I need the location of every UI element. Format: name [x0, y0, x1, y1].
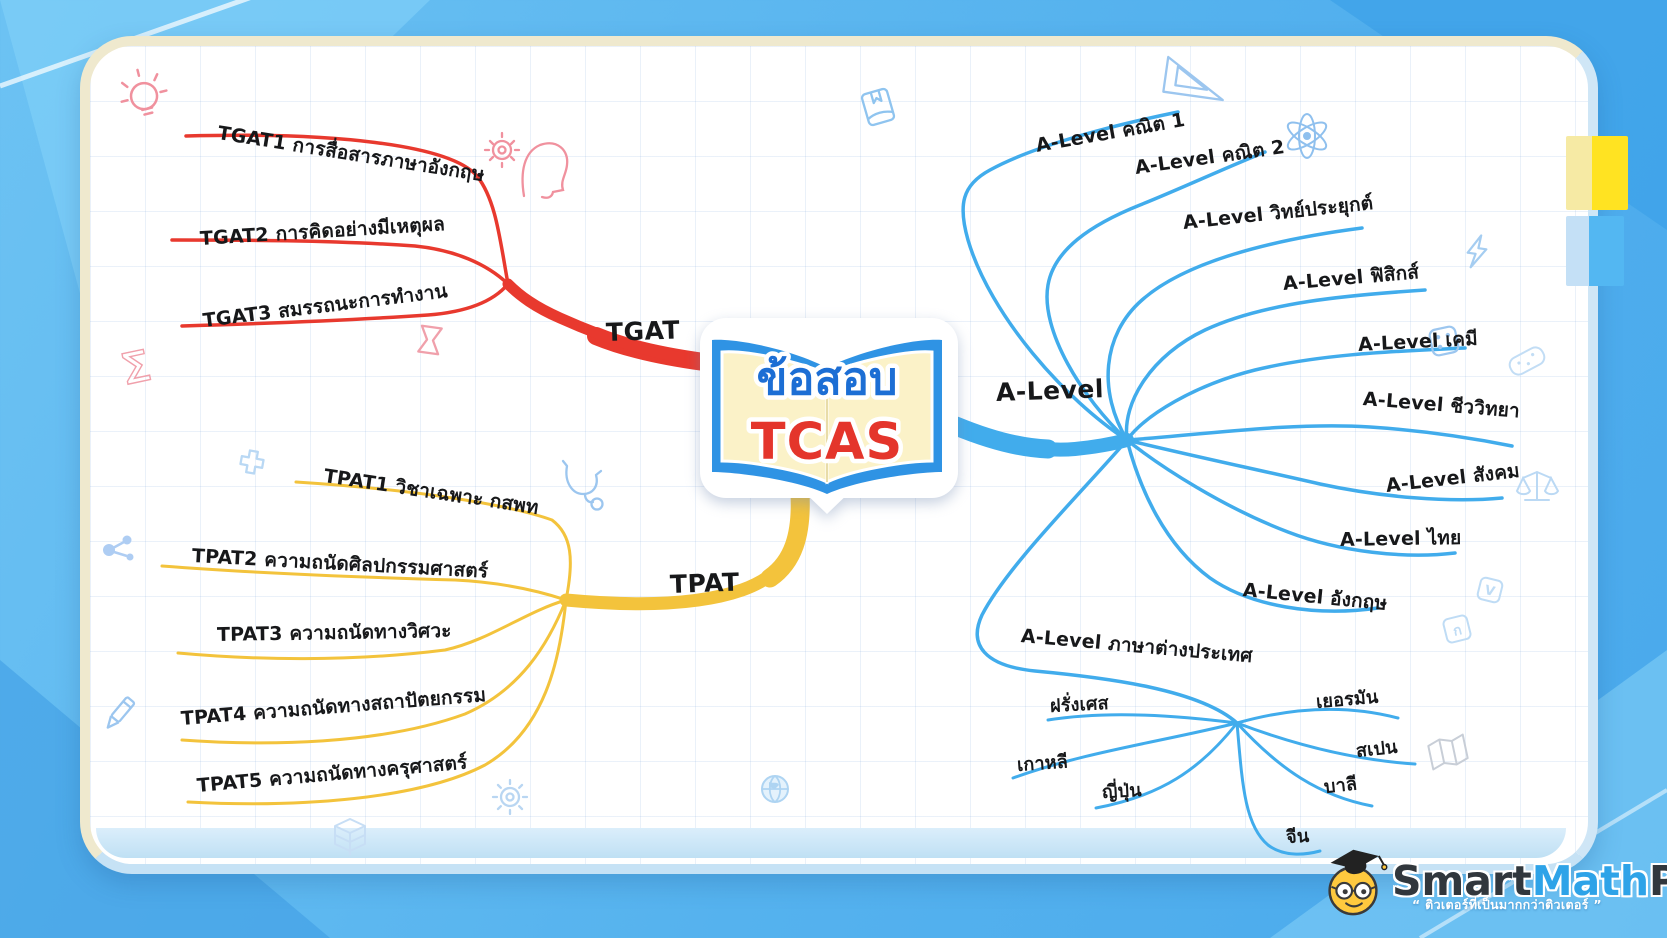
- blue-bookmark-tab: [1566, 216, 1624, 286]
- node-label-lang-german: เยอรมัน: [1315, 686, 1380, 713]
- node-label-lang-french: ฝรั่งเศส: [1049, 692, 1110, 717]
- node-label-lang-pali: บาลี: [1323, 773, 1359, 798]
- branch-label-tpat: TPAT: [669, 567, 741, 599]
- node-label-lang-chinese: จีน: [1285, 825, 1310, 848]
- logo-face-icon: [1328, 849, 1388, 916]
- logo-word-pro: Pro: [1649, 856, 1667, 905]
- node-label-lang-spanish: สเปน: [1355, 736, 1399, 762]
- node-label-tpat3: TPAT3 ความถนัดทางวิศวะ: [216, 619, 452, 646]
- node-label-alevel-chemistry: A-Level เคมี: [1357, 327, 1479, 356]
- node-label-lang-korean: เกาหลี: [1016, 751, 1069, 776]
- branch-label-tgat: TGAT: [605, 315, 681, 347]
- branch-label-alevel: A-Level: [995, 374, 1105, 407]
- node-label-lang-japanese: ญี่ปุ่น: [1101, 779, 1143, 803]
- node-label-alevel-thai: A-Level ไทย: [1339, 526, 1462, 551]
- yellow-bookmark-tab: [1566, 136, 1628, 210]
- logo-tagline: “ ติวเตอร์ที่เป็นมากกว่าติวเตอร์ ”: [1412, 897, 1602, 912]
